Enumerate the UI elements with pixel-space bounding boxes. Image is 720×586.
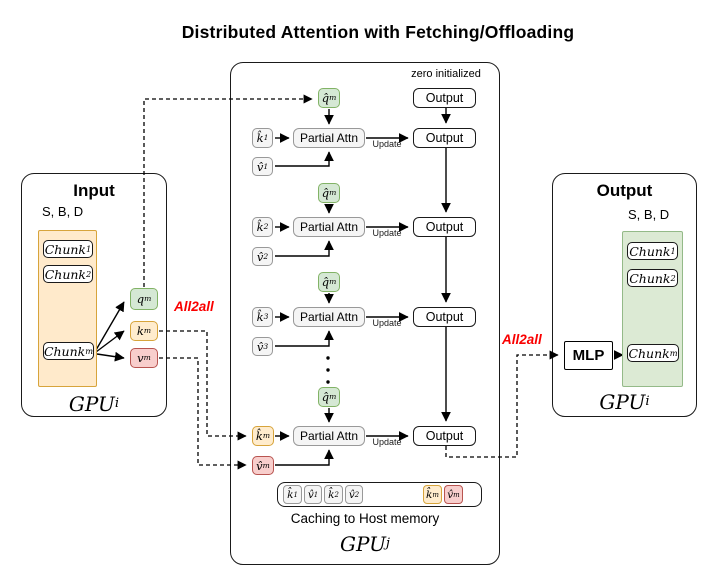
dashed-km-to-khatm xyxy=(159,330,247,441)
input-dims-label: S, B, D xyxy=(42,204,84,219)
dashed-output-to-mlp xyxy=(445,350,559,458)
caching-label: Caching to Host memory xyxy=(290,511,440,526)
diagram-title: Distributed Attention with Fetching/Offl… xyxy=(181,22,575,42)
khat-box-3: k̂3 xyxy=(252,307,273,327)
khat-box-2: k̂2 xyxy=(252,217,273,237)
qhat-box-2: q̂m xyxy=(318,183,340,203)
arrow-chunkm-to-qm xyxy=(95,301,125,351)
arrow-chunkm-to-km xyxy=(95,330,125,353)
arrow-vhat3-to-attn3 xyxy=(275,330,334,347)
partial-attn-4: Partial Attn xyxy=(293,426,365,446)
partial-attn-1: Partial Attn xyxy=(293,128,365,148)
all2all-right-label: All2all xyxy=(502,332,542,347)
input-gpu-panel xyxy=(21,173,167,417)
gpu-j-panel xyxy=(230,62,500,565)
update-label-3: Update xyxy=(372,318,402,328)
cache-khat-m: k̂m xyxy=(423,485,442,504)
output-box-3: Output xyxy=(413,307,476,327)
dashed-qm-to-qhatm xyxy=(143,94,313,287)
khat-m-box: k̂m xyxy=(252,426,274,446)
partial-attn-3: Partial Attn xyxy=(293,307,365,327)
vhat-box-3: v̂3 xyxy=(252,337,273,356)
zero-initialized-label: zero initialized xyxy=(411,68,481,80)
qhat-box-1: q̂m xyxy=(318,88,340,108)
arrow-vhat2-to-attn2 xyxy=(275,240,334,257)
cache-vhat-m: v̂m xyxy=(444,485,463,504)
update-label-2: Update xyxy=(372,228,402,238)
cache-vhat-1: v̂1 xyxy=(304,485,322,504)
cache-vhat-2: v̂2 xyxy=(345,485,363,504)
update-label-1: Update xyxy=(372,139,402,149)
output-box-1: Output xyxy=(413,128,476,148)
arrow-vhat1-to-attn1 xyxy=(275,151,334,167)
dashed-vm-to-vhatm xyxy=(159,357,247,470)
cache-khat-2: k̂2 xyxy=(324,485,343,504)
vhat-box-1: v̂1 xyxy=(252,157,273,176)
vhat-m-box: v̂m xyxy=(252,456,274,475)
partial-attn-2: Partial Attn xyxy=(293,217,365,237)
khat-box-1: k̂1 xyxy=(252,128,273,148)
output-panel-title: Output xyxy=(596,181,653,200)
qhat-box-3: q̂m xyxy=(318,272,340,292)
arrow-chunkm-to-vm xyxy=(96,351,125,362)
mlp-box: MLP xyxy=(564,341,613,370)
output-dims-label: S, B, D xyxy=(628,207,670,222)
output-gpu-panel xyxy=(552,173,697,417)
arrow-vhatm-to-attn4 xyxy=(275,449,334,466)
update-label-4: Update xyxy=(372,437,402,447)
cache-khat-1: k̂1 xyxy=(283,485,302,504)
output-box-0: Output xyxy=(413,88,476,108)
all2all-left-label: All2all xyxy=(174,299,214,314)
qhat-box-4: q̂m xyxy=(318,387,340,407)
input-panel-title: Input xyxy=(73,181,115,200)
vhat-box-2: v̂2 xyxy=(252,247,273,266)
output-box-2: Output xyxy=(413,217,476,237)
output-box-4: Output xyxy=(413,426,476,446)
